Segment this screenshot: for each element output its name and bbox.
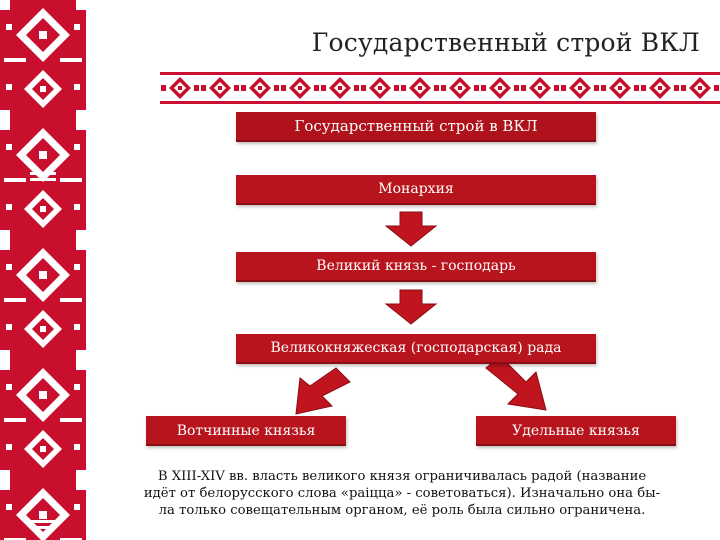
arrow-down-1 [384, 211, 438, 247]
arrow-right-diagonal [485, 355, 547, 411]
note-line-1: В XIII-XIV вв. власть великого князя огр… [157, 469, 647, 484]
note-line-3: ла только совещательным органом, её роль… [158, 503, 646, 518]
grand-duke-box: Великий князь - господарь [236, 252, 596, 282]
ornament-band [160, 72, 720, 104]
ornament-left [0, 0, 86, 540]
explanatory-note: В XIII-XIV вв. власть великого князя огр… [96, 468, 708, 519]
arrow-left-diagonal [295, 367, 351, 415]
patrimonial-princes-box: Вотчинные князья [146, 416, 346, 446]
arrow-down-2 [384, 289, 438, 325]
council-box: Великокняжеская (господарская) рада [236, 334, 596, 364]
diagram-root-box: Государственный строй в ВКЛ [236, 112, 596, 142]
slide-title: Государственный строй ВКЛ [311, 28, 700, 57]
appanage-princes-box: Удельные князья [476, 416, 676, 446]
monarchy-box: Монархия [236, 175, 596, 205]
note-line-2: идёт от белорусского слова «раіцца» - со… [143, 486, 661, 501]
